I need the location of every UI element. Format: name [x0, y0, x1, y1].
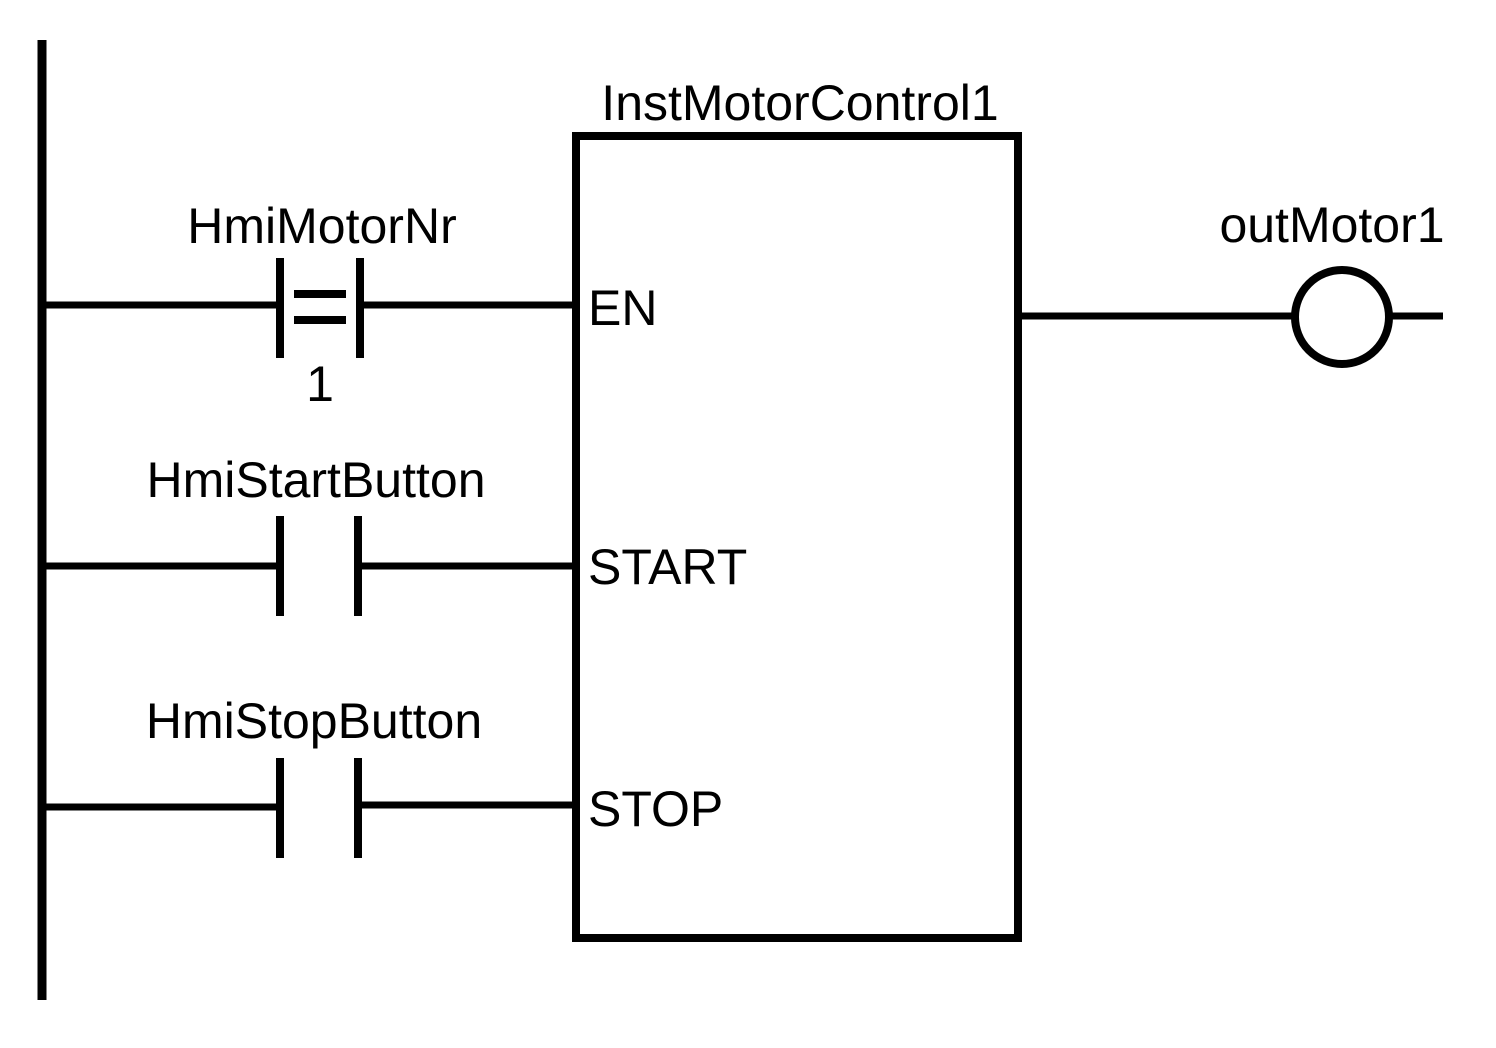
pin-label-start: START [588, 539, 747, 595]
coil-label-outmotor1: outMotor1 [1219, 197, 1444, 253]
pin-label-stop: STOP [588, 781, 723, 837]
function-block-body[interactable] [572, 132, 1022, 942]
contact-label-hmimotornr: HmiMotorNr [187, 198, 456, 254]
branch-en: HmiMotorNr 1 [42, 198, 578, 412]
contact-operand-hmimotornr: 1 [306, 356, 334, 412]
branch-start: HmiStartButton [42, 452, 578, 616]
contact-label-hmistopbutton: HmiStopButton [146, 693, 482, 749]
output-coil-outmotor1[interactable]: outMotor1 [1016, 197, 1445, 368]
branch-stop: HmiStopButton [42, 693, 578, 858]
equal-operator-icon [294, 290, 346, 324]
function-block-instance-name: InstMotorControl1 [601, 75, 998, 131]
pin-label-en: EN [588, 280, 657, 336]
contact-label-hmistartbutton: HmiStartButton [146, 452, 485, 508]
function-block-instmotorcontrol1[interactable]: InstMotorControl1 EN START STOP [572, 75, 1022, 942]
coil-symbol[interactable] [1291, 266, 1393, 368]
